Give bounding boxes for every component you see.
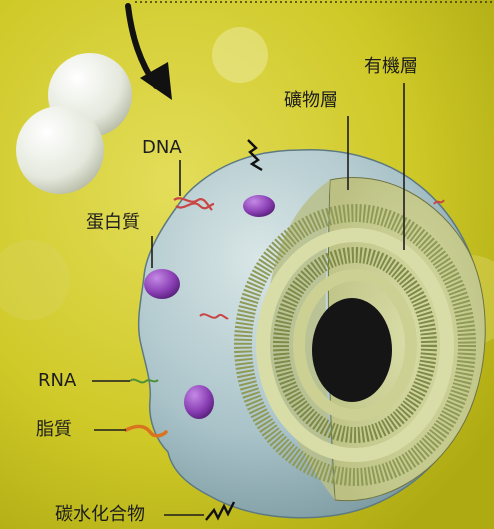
protein-blob [184,385,214,419]
protein-blob [243,195,275,217]
organic-layer-label: 有機層 [364,58,418,76]
cell-core [312,298,392,402]
lipid-label: 脂質 [36,421,72,439]
rna-label: RNA [38,372,76,390]
protein-label: 蛋白質 [86,214,140,232]
protein-blob [144,269,180,299]
background-blur-spot [212,27,268,83]
carbohydrate-label: 碳水化合物 [55,506,145,524]
mineral-layer-label: 礦物層 [284,92,338,110]
dna-label: DNA [142,139,182,157]
